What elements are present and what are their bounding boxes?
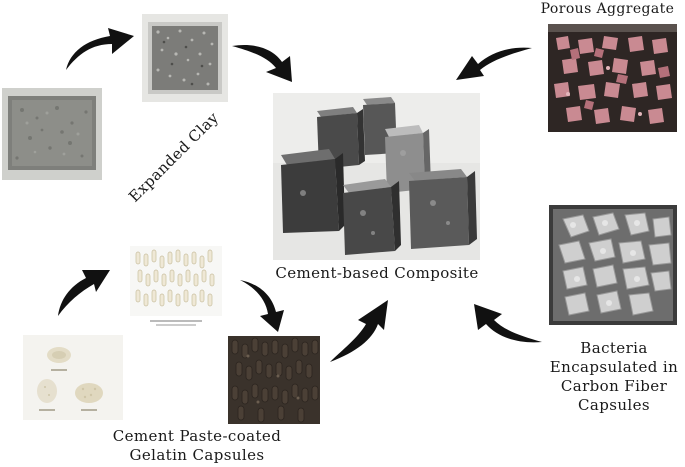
arrow-to-expanded-clay-tray [66, 28, 134, 70]
arrow-coated-to-composite [330, 300, 388, 362]
expanded-clay-label: Expanded Clay [125, 108, 223, 206]
porous-aggregate-label: Porous Aggregate [540, 1, 675, 17]
cement-paste-label-line-2: Gelatin Capsules [129, 446, 265, 464]
expanded-clay-tray-photo-2 [142, 14, 228, 102]
arrow-bacteria-to-composite [474, 304, 542, 343]
carbon-fiber-capsules-photo [549, 205, 677, 325]
arrow-powder-to-capsules [58, 270, 110, 316]
porous-aggregate-photo [548, 24, 677, 132]
arrow-clay-to-composite [232, 44, 292, 82]
gelatin-capsules-photo [128, 244, 224, 332]
arrow-capsules-to-coated [240, 280, 284, 332]
bacteria-label-line-2: Encapsulated in [549, 358, 679, 376]
cement-composite-cubes-photo [273, 93, 480, 260]
bacteria-label-line-4: Capsules [578, 396, 650, 414]
bacteria-label-line-1: Bacteria [580, 339, 648, 357]
arrow-aggregate-to-composite [456, 47, 532, 80]
coated-capsules-photo [228, 336, 320, 424]
cement-paste-label-line-1: Cement Paste-coated [112, 427, 282, 445]
expanded-clay-tray-photo-1 [2, 88, 102, 180]
bacteria-capsules-label: Bacteria Encapsulated in Carbon Fiber Ca… [546, 339, 682, 415]
gelatin-powder-photo [23, 335, 123, 420]
composite-label: Cement-based Composite [275, 264, 479, 282]
bacteria-label-line-3: Carbon Fiber [560, 377, 668, 395]
cement-paste-capsules-label: Cement Paste-coated Gelatin Capsules [92, 427, 302, 465]
